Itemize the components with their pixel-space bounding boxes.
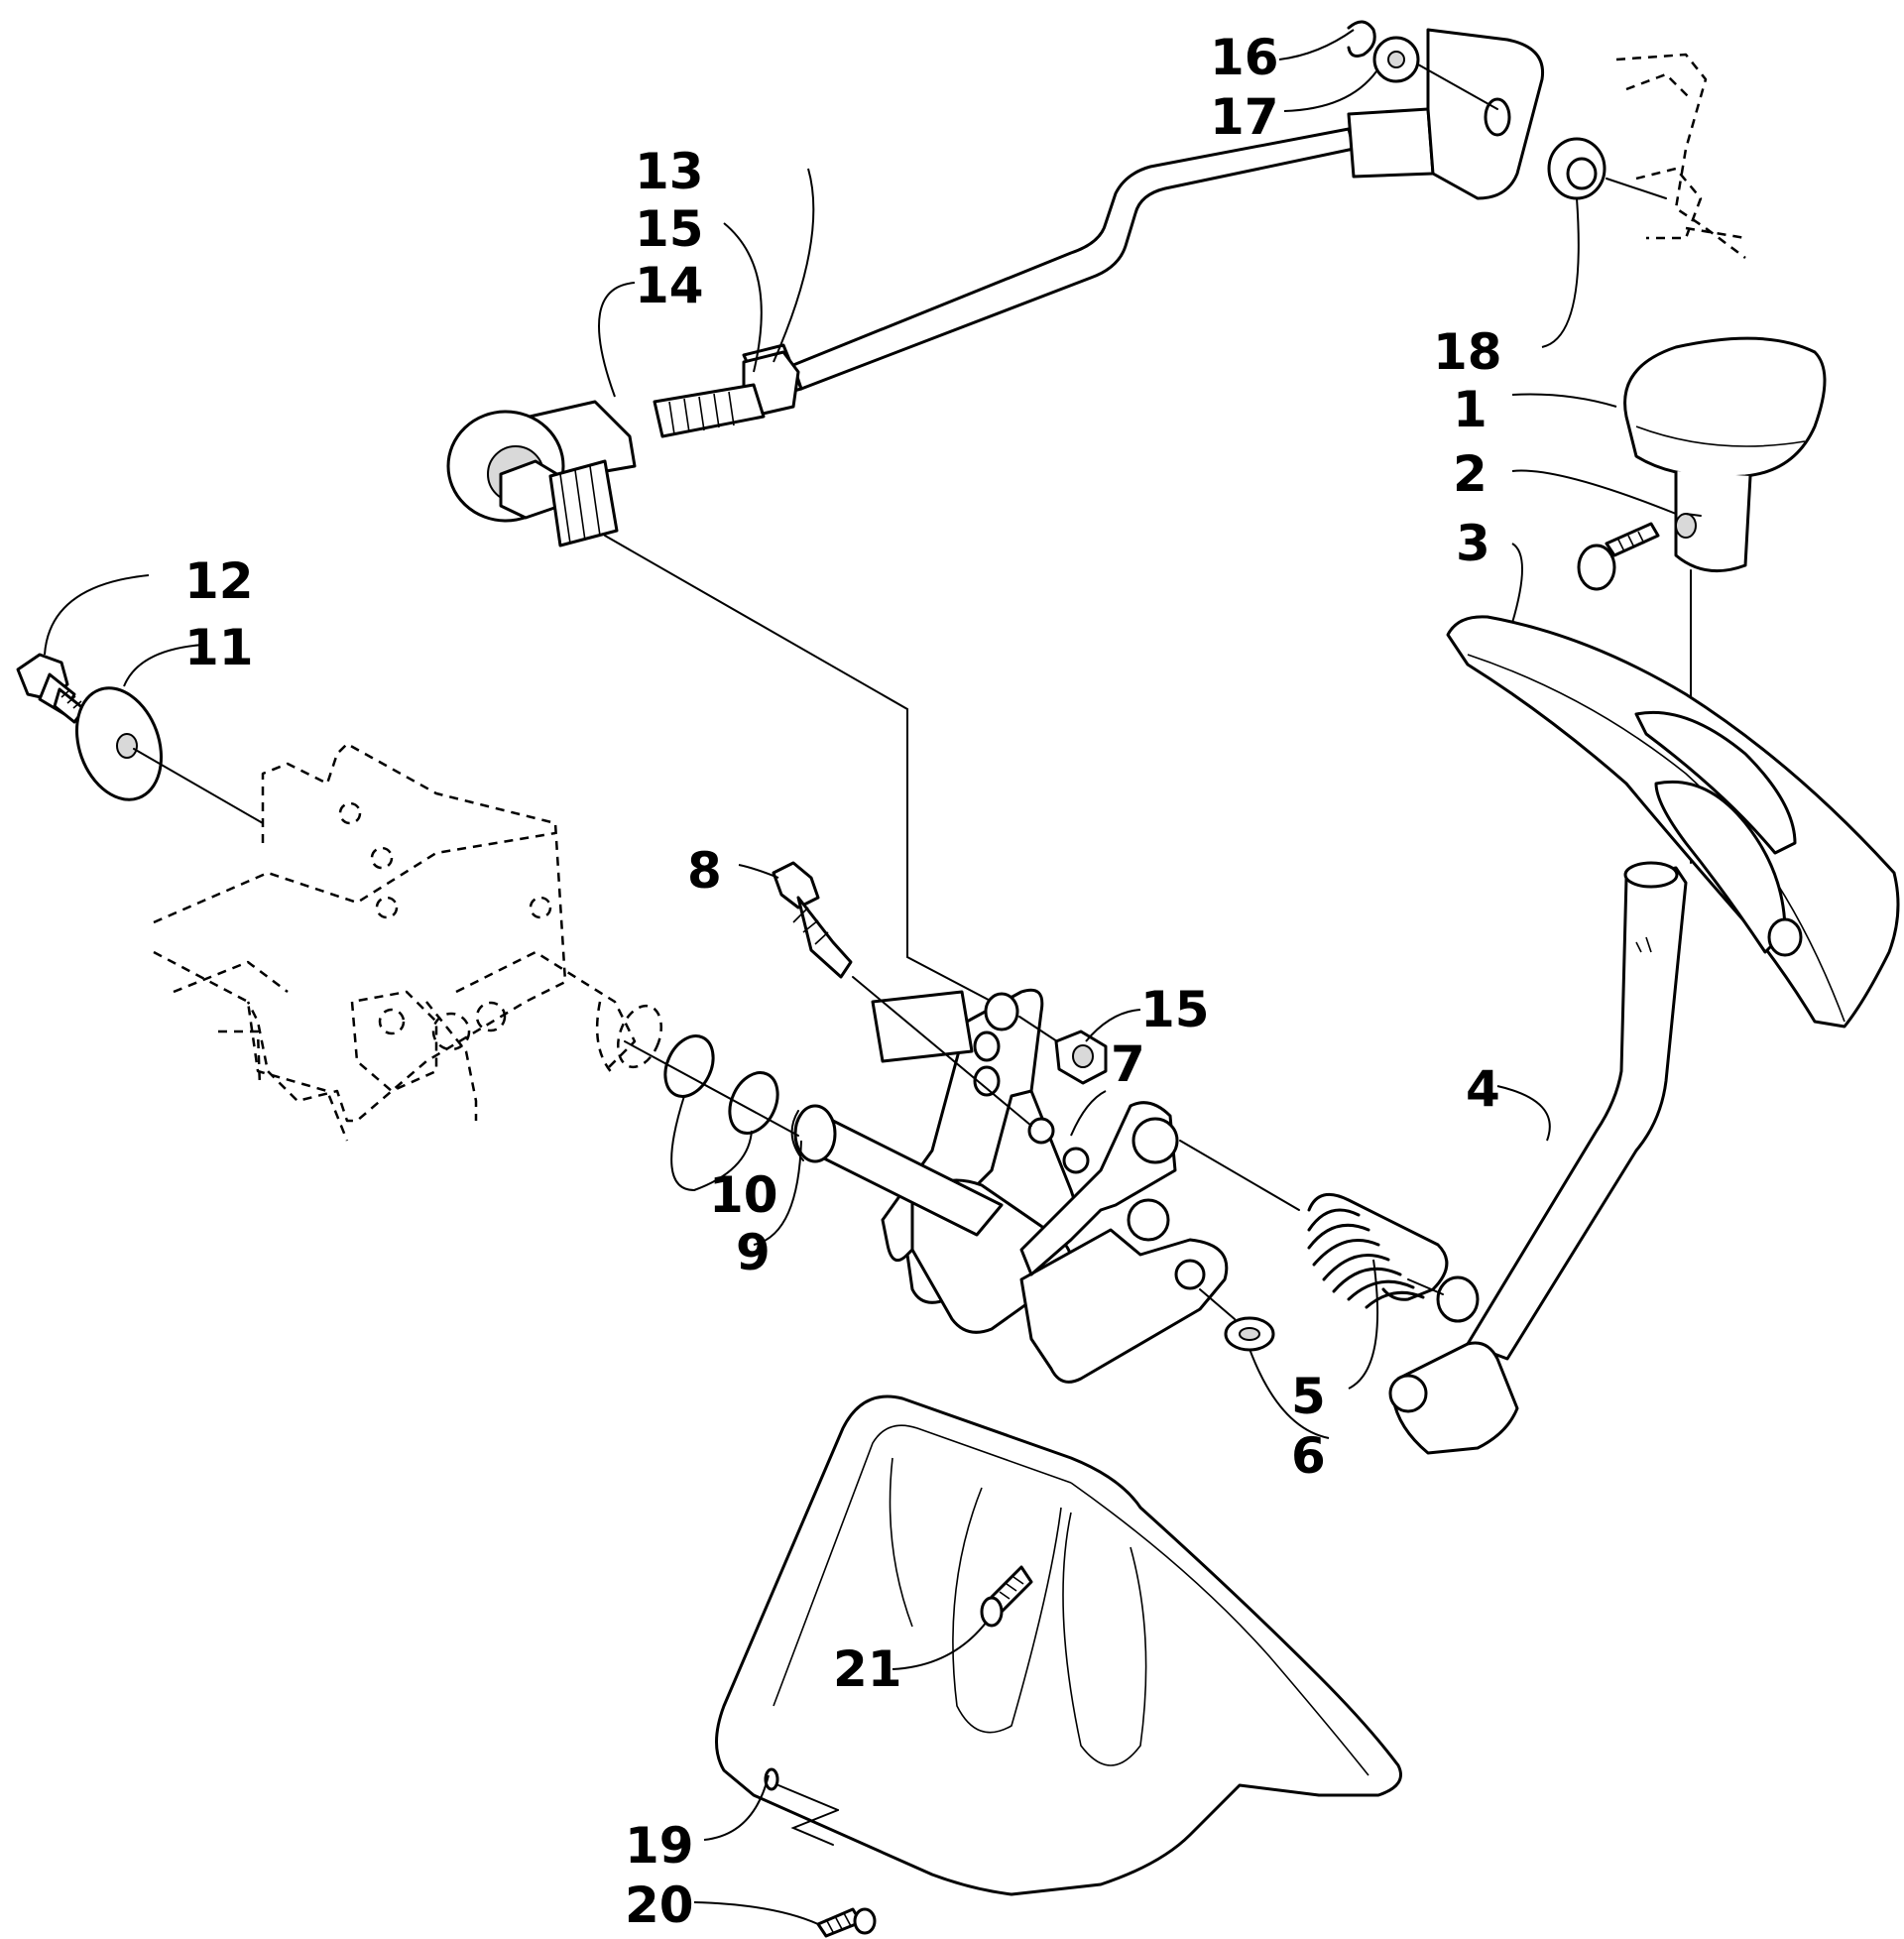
shift-lever xyxy=(1388,861,1688,1455)
callout-17: 17 xyxy=(1210,88,1279,146)
callout-14: 14 xyxy=(635,257,704,314)
bolt-12 xyxy=(16,653,86,724)
pivot-shaft xyxy=(790,1104,1004,1237)
callout-21: 21 xyxy=(833,1640,902,1698)
callout-3: 3 xyxy=(1456,515,1490,572)
callout-labels: 1 2 3 4 5 6 7 8 9 10 11 12 13 14 15 15 1… xyxy=(184,29,1502,1934)
nut-15 xyxy=(1018,1016,1108,1085)
callout-8: 8 xyxy=(687,842,722,900)
callout-11: 11 xyxy=(184,619,254,676)
spring xyxy=(1179,1140,1449,1309)
shift-knob xyxy=(1577,336,1827,864)
shifter-cover xyxy=(1446,615,1900,1029)
callout-6: 6 xyxy=(1291,1427,1326,1485)
callout-19: 19 xyxy=(625,1817,694,1875)
threaded-rod-end xyxy=(446,383,766,547)
callout-15-top: 15 xyxy=(635,200,704,258)
shift-rod xyxy=(742,28,1545,417)
washer-6 xyxy=(1199,1288,1275,1352)
bolt-8 xyxy=(772,861,1032,1127)
callout-7: 7 xyxy=(1111,1035,1145,1093)
callout-9: 9 xyxy=(736,1224,771,1281)
callout-18: 18 xyxy=(1433,323,1502,381)
callout-1: 1 xyxy=(1453,381,1488,438)
lower-cover xyxy=(715,1394,1402,1938)
hardware-16-17-18 xyxy=(1347,20,1667,200)
leader-lines xyxy=(44,29,1677,1925)
callout-4: 4 xyxy=(1466,1060,1500,1118)
callout-5: 5 xyxy=(1291,1368,1326,1425)
callout-10: 10 xyxy=(709,1166,778,1224)
callout-2: 2 xyxy=(1453,445,1488,503)
dashed-linkage-top-right xyxy=(1615,53,1746,259)
dashed-frame-left xyxy=(153,742,662,1142)
callout-16: 16 xyxy=(1210,29,1279,86)
o-rings xyxy=(624,1034,799,1137)
callout-20: 20 xyxy=(625,1877,694,1934)
callout-13: 13 xyxy=(635,143,704,200)
callout-12: 12 xyxy=(184,552,254,610)
callout-15-bracket: 15 xyxy=(1140,981,1210,1038)
washer-11 xyxy=(74,686,264,824)
